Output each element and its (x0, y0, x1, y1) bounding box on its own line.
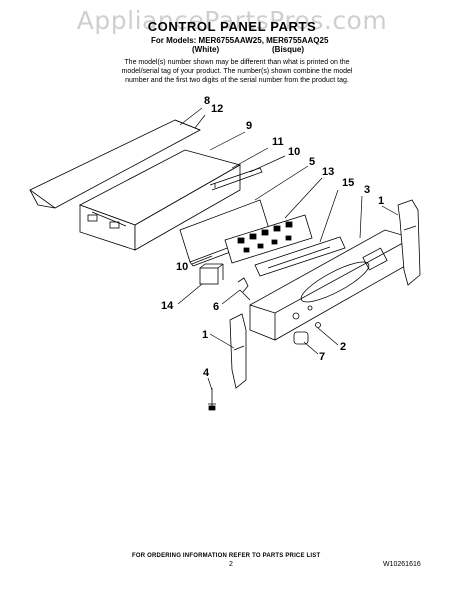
left-end-cap-part (229, 313, 247, 389)
callout-4: 4 (203, 367, 210, 379)
callout-9: 9 (246, 120, 253, 132)
callout-3: 3 (364, 184, 371, 196)
color-bisque: (Bisque) (272, 45, 304, 54)
control-panel-part (249, 229, 413, 341)
page-number: 2 (229, 561, 233, 568)
callout-1-left: 1 (202, 329, 209, 341)
relay-part (199, 263, 224, 285)
watermark-logo: AppliancePartsPros.com (76, 6, 388, 35)
callout-5: 5 (309, 156, 316, 168)
knob-part (293, 322, 321, 345)
callout-10-bottom: 10 (176, 261, 189, 273)
membrane-switch-part (254, 236, 346, 277)
console-housing-part (79, 149, 242, 251)
ordering-info: FOR ORDERING INFORMATION REFER TO PARTS … (132, 553, 321, 559)
document-number: W10261616 (383, 561, 421, 568)
page-title: CONTROL PANEL PARTS (147, 19, 317, 34)
callout-7: 7 (319, 351, 326, 363)
rear-panel-part (29, 119, 201, 209)
callout-2: 2 (340, 341, 347, 353)
leader-lines (177, 107, 399, 391)
callout-10-top: 10 (288, 146, 301, 158)
clip-part (237, 277, 251, 301)
callout-14: 14 (161, 300, 174, 312)
callout-6: 6 (213, 301, 220, 313)
model-note: The model(s) number shown may be differe… (121, 59, 353, 84)
right-end-cap-part (397, 199, 421, 286)
color-white: (White) (192, 45, 220, 54)
model-numbers: For Models: MER6755AAW25, MER6755AAQ25 (151, 36, 329, 45)
callout-12: 12 (211, 103, 224, 115)
callout-13: 13 (322, 166, 335, 178)
callout-8: 8 (204, 95, 211, 107)
mounting-bracket-part (209, 167, 263, 191)
control-board-part (224, 214, 313, 264)
callout-11: 11 (272, 136, 284, 148)
screw-part (208, 388, 216, 411)
callout-15: 15 (342, 177, 355, 189)
callout-1-right: 1 (378, 195, 385, 207)
